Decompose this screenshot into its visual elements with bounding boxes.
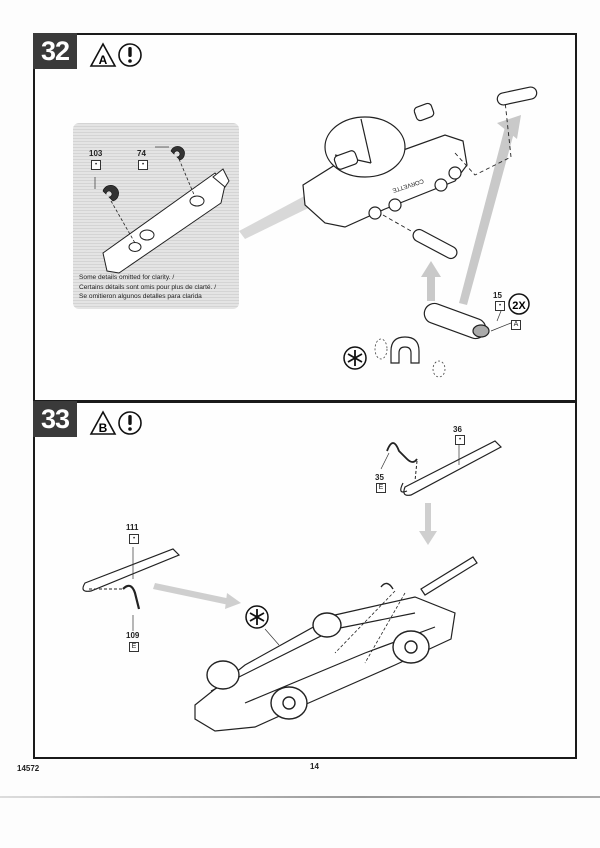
assembly-arrow [421,115,521,305]
paint-code-box: A [511,320,521,330]
step-symbols: B [89,410,142,435]
part-number-label: 15 [493,291,502,300]
paint-callout-letter: A [99,53,108,67]
step-number: 32 [33,33,77,69]
mount-post [139,229,155,241]
part-number-label: 109 [126,631,140,640]
step-symbols: A [89,42,142,67]
step-33-panel: 33 B [33,401,577,759]
paint-code-box: E [376,483,386,493]
part-36-rod [403,440,502,496]
breather-top [496,86,538,106]
clarity-note: Some details omitted for clarity. / Cert… [79,273,216,301]
step-32-drawing: CORVETTE [239,86,538,378]
part-35-rod [386,442,418,463]
part-marker-box: • [138,160,148,170]
wheel [312,612,342,638]
step-33-drawing [82,440,502,732]
clip-parts [102,146,185,202]
down-arrow-head [419,531,437,545]
part-number-label: 36 [453,425,462,434]
part-marker-box: • [495,301,505,311]
wheels [206,612,430,720]
quantity-text: 2X [512,300,526,312]
down-arrow-shaft [425,503,431,533]
part-number-label: 74 [137,149,146,158]
part-number-label: 35 [375,473,384,482]
step-32-panel: 32 A [33,33,577,402]
wheel [206,660,240,690]
exclamation-circle-icon [118,43,142,67]
quantity-badge: 2X [508,293,530,315]
engine-block [302,102,468,228]
part-number-label: 111 [126,523,139,532]
triangle-letter-icon: B [89,410,117,435]
part-marker-box: • [455,435,465,445]
detail-inset: 103 • 74 • Some details omitted for clar… [73,123,239,309]
paint-callout-letter: B [99,421,108,435]
kit-number: 14572 [17,764,40,773]
inset-drawing [94,146,230,274]
asterisk-circle-icon [245,605,269,629]
part-103-clip [102,185,119,202]
note-line-fr: Certains détails sont omis pour plus de … [79,283,217,291]
part-111-rod [82,548,181,592]
page-fold-line [0,796,600,798]
part-74-clip [170,146,185,161]
assembly-arrows [153,503,437,609]
step-number: 33 [33,401,77,437]
note-line-es: Se omitieron algunos detalles para clari… [79,292,202,300]
asterisk-circle-icon [343,346,367,370]
part-109-rod [122,584,141,610]
breather-parts [412,86,538,340]
note-line-en: Some details omitted for clarity. / [79,274,175,282]
triangle-letter-icon: A [89,42,117,67]
part-marker-box: • [91,160,101,170]
part-number-label: 103 [89,149,103,158]
exclamation-circle-icon [118,411,142,435]
clamp-part [390,336,420,364]
page-number: 14 [310,762,319,771]
mount-post [189,195,205,207]
paint-code-box: E [129,642,139,652]
part-marker-box: • [129,534,139,544]
breather-mid [412,228,458,260]
